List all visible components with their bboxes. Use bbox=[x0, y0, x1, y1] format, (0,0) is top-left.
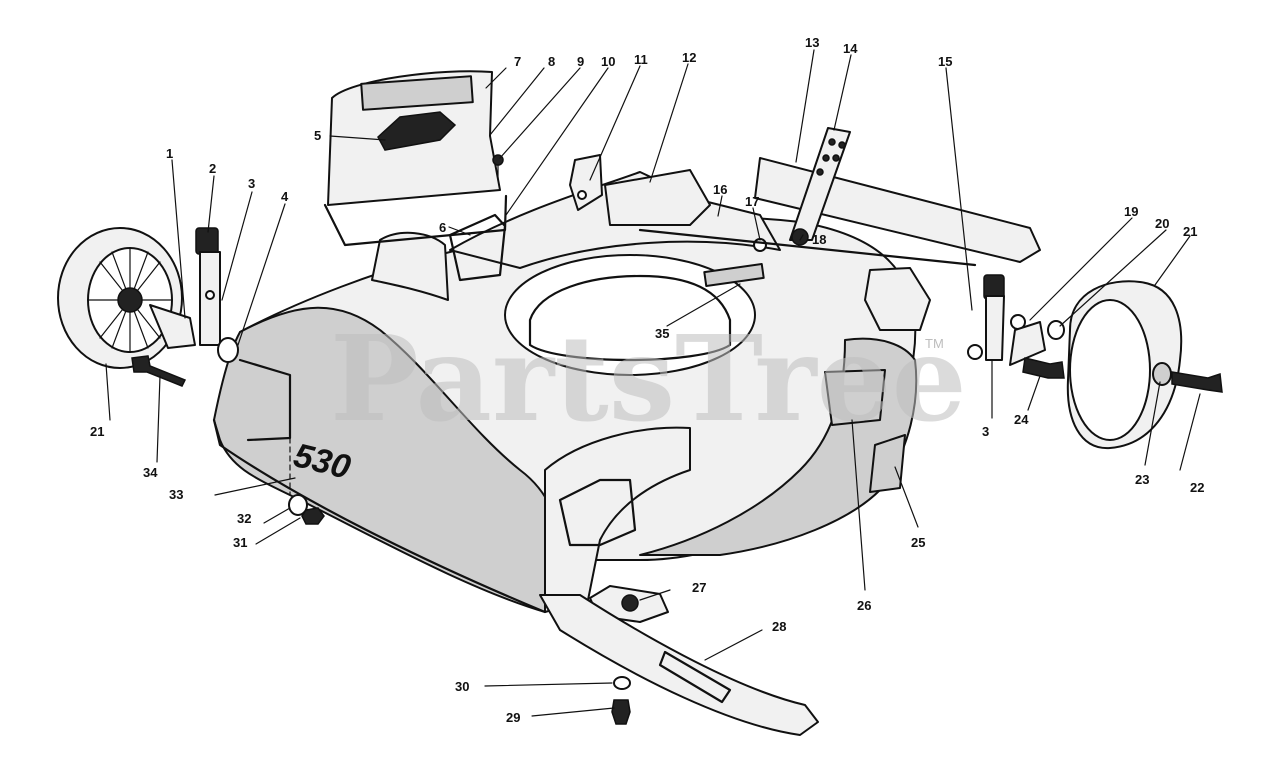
washer-4 bbox=[217, 337, 239, 363]
bracket-11-hole bbox=[577, 190, 587, 200]
callout-27: 27 bbox=[692, 580, 706, 595]
height-adjust-lever-14 bbox=[789, 127, 851, 241]
deck-side-pad-25 bbox=[869, 434, 906, 493]
callout-28: 28 bbox=[772, 619, 786, 634]
deck-left-panel bbox=[238, 358, 292, 442]
blade-28 bbox=[539, 594, 819, 736]
wheel-bolt-22 bbox=[1171, 371, 1223, 393]
adjuster-plate-hole bbox=[205, 290, 215, 300]
callout-15: 15 bbox=[938, 54, 952, 69]
spacer-17 bbox=[753, 238, 767, 252]
callout-34: 34 bbox=[143, 465, 158, 480]
washer-20 bbox=[1047, 320, 1065, 340]
callout-25: 25 bbox=[911, 535, 925, 550]
callout-22: 22 bbox=[1190, 480, 1204, 495]
callout-26: 26 bbox=[857, 598, 871, 613]
partstree-watermark: PartsTree bbox=[330, 309, 967, 448]
callout-9: 9 bbox=[577, 54, 584, 69]
callout-5: 5 bbox=[314, 128, 321, 143]
deflector-rod bbox=[323, 194, 508, 247]
callout-17: 17 bbox=[745, 194, 759, 209]
left-front-wheel-21 bbox=[57, 227, 183, 369]
callout-11: 11 bbox=[634, 52, 648, 67]
deflector-label-window bbox=[360, 75, 474, 111]
right-rear-wheel-21 bbox=[1066, 280, 1183, 450]
rear-baffle-12 bbox=[604, 169, 711, 226]
handle-brackets bbox=[569, 154, 711, 226]
callout-8: 8 bbox=[548, 54, 555, 69]
callout-19: 19 bbox=[1124, 204, 1138, 219]
adapter-center bbox=[621, 594, 639, 612]
discharge-chute bbox=[371, 231, 449, 301]
callout-33: 33 bbox=[169, 487, 183, 502]
callout-30: 30 bbox=[455, 679, 469, 694]
axle-rod-16 bbox=[638, 228, 977, 267]
front-bracket-detail bbox=[558, 478, 637, 547]
wheel-bracket-1 bbox=[149, 304, 196, 349]
callout-labels: 1 2 3 3 4 5 6 7 8 9 10 11 12 13 14 15 16… bbox=[90, 35, 1204, 725]
callout-14: 14 bbox=[843, 41, 858, 56]
blade-bolt-29 bbox=[611, 699, 631, 725]
callout-24: 24 bbox=[1014, 412, 1029, 427]
front-bracket-housing bbox=[544, 426, 691, 613]
cutting-chamber-ring bbox=[528, 274, 732, 362]
wheel-bracket-right bbox=[1009, 321, 1046, 366]
callout-10: 10 bbox=[601, 54, 615, 69]
callout-23: 23 bbox=[1135, 472, 1149, 487]
callout-16: 16 bbox=[713, 182, 727, 197]
callout-21: 21 bbox=[1183, 224, 1197, 239]
deck-lower-edge bbox=[212, 418, 547, 614]
wheel-bolt-34 bbox=[131, 355, 187, 387]
cutting-chamber bbox=[504, 254, 756, 376]
callout-18: 18 bbox=[812, 232, 826, 247]
callout-21: 21 bbox=[90, 424, 104, 439]
adjuster-knob-2 bbox=[195, 227, 219, 255]
watermark-trademark: TM bbox=[925, 336, 944, 351]
callout-3: 3 bbox=[982, 424, 989, 439]
callout-6: 6 bbox=[439, 220, 446, 235]
callout-4: 4 bbox=[281, 189, 289, 204]
adjuster-plate-3-right bbox=[985, 295, 1005, 361]
callout-3: 3 bbox=[248, 176, 255, 191]
callout-20: 20 bbox=[1155, 216, 1169, 231]
callout-1: 1 bbox=[166, 146, 173, 161]
washer-30 bbox=[613, 676, 631, 690]
washer-32 bbox=[288, 494, 308, 516]
mower-deck-housing: 530 bbox=[212, 171, 931, 614]
callout-7: 7 bbox=[514, 54, 521, 69]
callout-29: 29 bbox=[506, 710, 520, 725]
callout-35: 35 bbox=[655, 326, 669, 341]
blade-slot bbox=[658, 650, 732, 704]
callout-12: 12 bbox=[682, 50, 696, 65]
rear-right-bracket bbox=[864, 267, 931, 331]
callout-32: 32 bbox=[237, 511, 251, 526]
hinge-bracket-6 bbox=[448, 213, 507, 282]
nut-31 bbox=[301, 507, 325, 525]
deflector-grip bbox=[377, 111, 457, 151]
callout-13: 13 bbox=[805, 35, 819, 50]
callout-31: 31 bbox=[233, 535, 247, 550]
leader-lines bbox=[105, 49, 1201, 717]
wheel-bolt-24 bbox=[1022, 357, 1065, 379]
lever-knob-18 bbox=[791, 228, 809, 246]
callout-2: 2 bbox=[209, 161, 216, 176]
deck-side-pad-26 bbox=[824, 369, 886, 426]
grass-deflector-assembly bbox=[323, 70, 508, 282]
washer-left-right-side bbox=[967, 344, 983, 360]
deck-label-plate bbox=[703, 263, 765, 287]
